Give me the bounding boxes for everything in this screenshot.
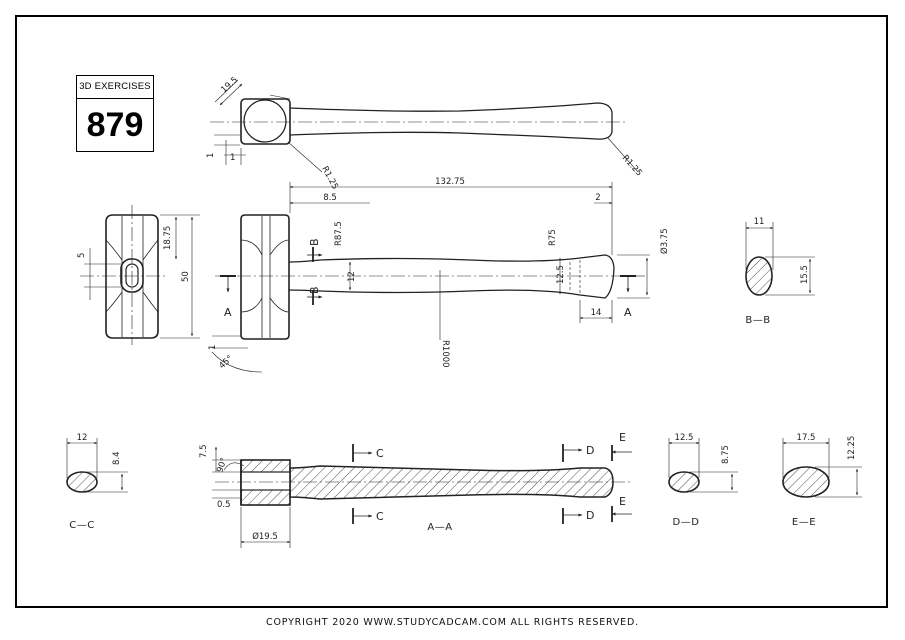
dim-top-offset-a: 1 (206, 153, 216, 158)
section-title-ee: E—E (792, 517, 816, 528)
dim-cc-width: 12 (77, 433, 88, 443)
section-cc (66, 438, 128, 493)
exercise-badge-header: 3D EXERCISES (77, 76, 153, 99)
exercise-badge: 3D EXERCISES 879 (76, 75, 154, 152)
section-dd (668, 438, 738, 493)
dim-aa-diameter: Ø19.5 (252, 531, 278, 542)
dim-aa-top: 7.5 (199, 444, 209, 458)
mark-b-bottom: B (308, 286, 321, 294)
mark-a-right: A (624, 306, 632, 319)
front-handle-outline (288, 254, 615, 299)
front-view (211, 182, 650, 373)
dim-end-offset: 2 (595, 193, 600, 203)
dim-handle-fillet: R87.5 (334, 221, 344, 246)
dim-top-radius-end: R1.25 (620, 153, 644, 178)
dim-dd-width: 12.5 (675, 433, 694, 443)
dim-head-height: 50 (181, 271, 191, 282)
dim-cc-height: 8.4 (112, 451, 122, 465)
dim-aa-lip: 0.5 (217, 500, 231, 510)
drawing-border (15, 15, 888, 608)
mark-d-top: D (586, 444, 594, 457)
mark-a-left: A (224, 306, 232, 319)
dim-top-head: 19.5 (219, 75, 240, 95)
section-title-dd: D—D (673, 517, 700, 528)
section-ee (782, 438, 862, 498)
dim-overall-length: 132.75 (435, 177, 465, 187)
dim-ee-width: 17.5 (797, 433, 816, 443)
mark-e-bottom: E (619, 495, 626, 508)
dim-end-length: 14 (591, 308, 602, 318)
dim-head-offset: 8.5 (323, 193, 337, 203)
side-view (80, 205, 200, 345)
section-aa (212, 444, 632, 548)
dim-chamfer-a: 1 (208, 345, 218, 350)
section-title-cc: C—C (69, 520, 94, 531)
mark-c-bottom: C (376, 510, 384, 523)
dim-aa-angle: 90° (215, 456, 229, 473)
dim-end-height: 12.5 (556, 265, 566, 284)
front-head-outline (240, 214, 290, 340)
mark-d-bottom: D (586, 509, 594, 522)
section-title-aa: A—A (427, 522, 452, 533)
section-bb (745, 222, 815, 296)
dim-end-fillet: R75 (548, 229, 558, 246)
section-title-bb: B—B (745, 315, 770, 326)
copyright-footer: COPYRIGHT 2020 WWW.STUDYCADCAM.COM ALL R… (266, 617, 639, 628)
dim-ee-height: 12.25 (847, 436, 857, 460)
mark-e-top: E (619, 431, 626, 444)
dim-bb-height: 15.5 (800, 265, 810, 284)
top-view (210, 79, 639, 173)
top-handle-outline (289, 102, 613, 140)
mark-b-top: B (308, 238, 321, 246)
dim-neck-height: 12 (347, 271, 357, 282)
exercise-number: 879 (86, 106, 144, 144)
dim-end-diameter: Ø3.75 (659, 228, 670, 254)
dim-top-offset-b: 1 (230, 153, 235, 163)
dim-bb-width: 11 (754, 217, 765, 227)
dim-top-radius-head: R1.25 (319, 165, 339, 192)
dim-dd-height: 8.75 (721, 445, 731, 464)
top-head-circle (243, 99, 287, 143)
top-head-outline (240, 98, 291, 145)
mark-c-top: C (376, 447, 384, 460)
dim-chamfer-angle: 45° (217, 354, 235, 372)
dim-head-width: 18.75 (163, 226, 173, 250)
dim-eye-height: 5 (77, 253, 87, 258)
dim-handle-arc: R1000 (440, 340, 450, 368)
